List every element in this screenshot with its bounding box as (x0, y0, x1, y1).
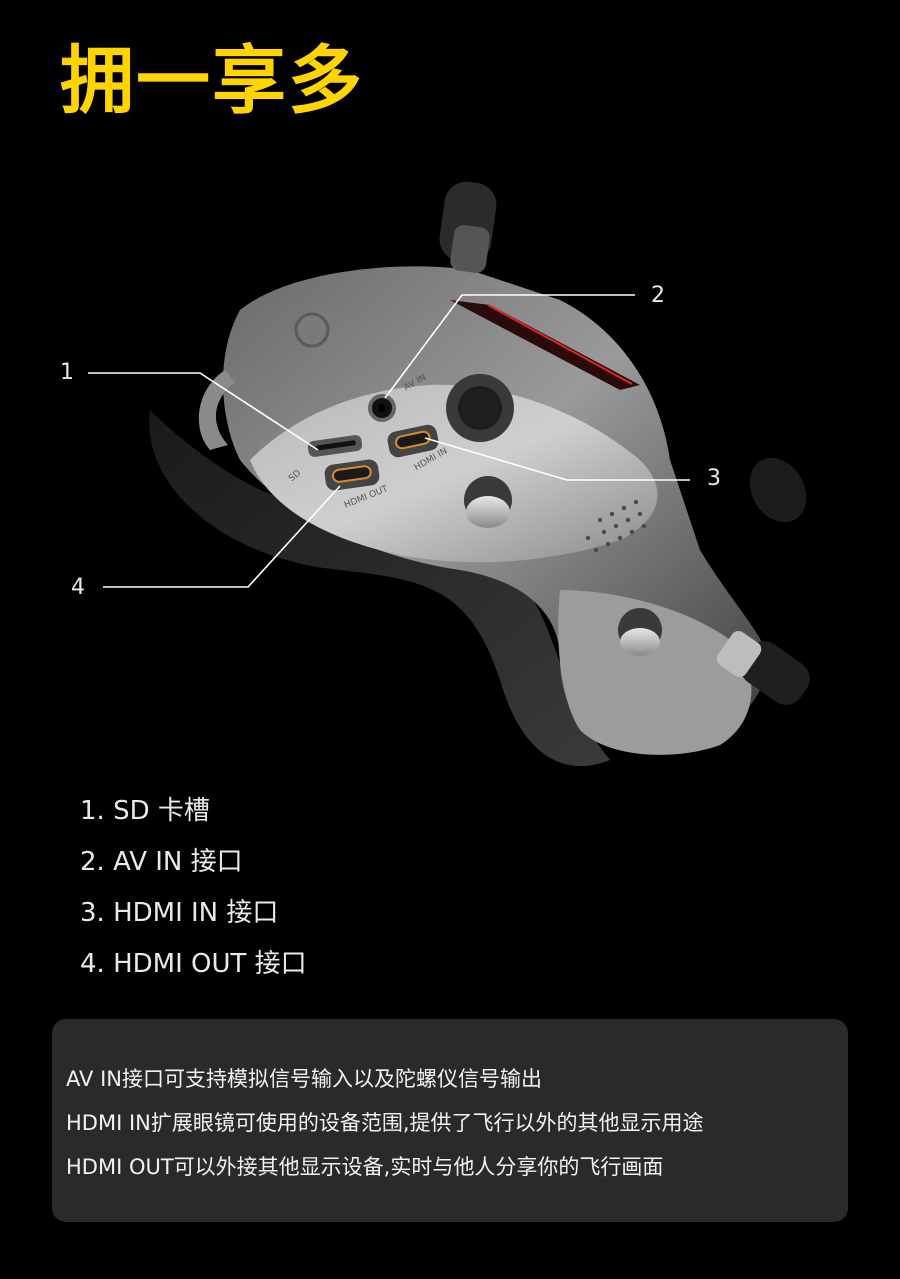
info-line-av-in: AV IN接口可支持模拟信号输入以及陀螺仪信号输出 (66, 1067, 542, 1091)
port-list-item: 3. HDMI IN 接口 (80, 898, 279, 928)
strap-connector-bottom (740, 641, 810, 705)
lens-edge (450, 300, 640, 390)
side-knob (749, 457, 807, 523)
info-line-hdmi-in: HDMI IN扩展眼镜可使用的设备范围,提供了飞行以外的其他显示用途 (66, 1111, 704, 1135)
lower-panel (558, 590, 752, 755)
top-button (294, 312, 330, 348)
port-list: 1. SD 卡槽 2. AV IN 接口 3. HDMI IN 接口 4. HD… (80, 786, 307, 990)
face-cushion (149, 410, 610, 767)
port-list-item: 4. HDMI OUT 接口 (80, 949, 307, 979)
page-title: 拥一享多 (60, 38, 364, 124)
callout-lines (88, 294, 690, 588)
goggles-product-image: SD AV IN HDMI IN HDMI OUT (88, 181, 810, 767)
speaker-grille (585, 499, 647, 553)
callout-line-1 (88, 372, 319, 451)
callout-line-2 (384, 294, 635, 399)
callout-number-4: 4 (71, 575, 85, 600)
callout-line-3 (424, 437, 690, 481)
info-line-hdmi-out: HDMI OUT可以外接其他显示设备,实时与他人分享你的飞行画面 (66, 1155, 664, 1179)
port-panel (250, 384, 658, 563)
callout-number-2: 2 (651, 283, 665, 308)
callout-line-4 (103, 485, 341, 588)
info-box: AV IN接口可支持模拟信号输入以及陀螺仪信号输出 HDMI IN扩展眼镜可使用… (52, 1019, 848, 1222)
port-list-item: 1. SD 卡槽 (80, 796, 210, 826)
port-list-item: 2. AV IN 接口 (80, 847, 243, 877)
callout-number-1: 1 (60, 360, 74, 385)
callout-number-3: 3 (707, 466, 721, 491)
